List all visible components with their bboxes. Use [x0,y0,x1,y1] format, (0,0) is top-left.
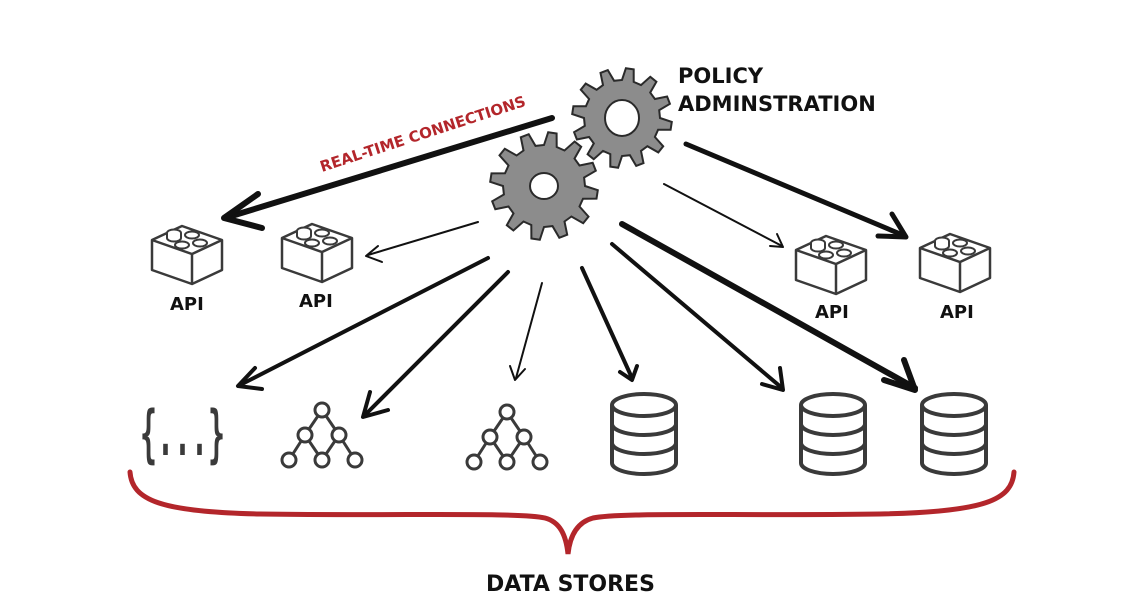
policy-title-line2: ADMINSTRATION [678,92,876,116]
api-label: API [299,291,333,312]
database-icon [799,392,867,476]
lego-brick-icon [280,222,354,284]
tree-graph-icon [280,401,364,469]
api-block-1: API [150,224,224,315]
api-block-3: API [794,234,868,323]
tree-graph-icon [465,403,549,471]
arrows [221,115,918,419]
data-stores-brace [127,469,1017,555]
api-block-2: API [280,222,354,312]
lego-brick-icon [150,224,224,286]
json-braces-icon: {...} [140,397,225,470]
data-stores-label: DATA STORES [486,572,655,597]
gear-icon [571,67,673,169]
api-label: API [815,302,849,323]
gear-icon [489,131,599,241]
policy-title-line1: POLICY [678,64,764,88]
api-label: API [170,294,204,315]
api-label: API [940,302,974,323]
database-icon [920,392,988,476]
api-block-4: API [918,232,992,323]
lego-brick-icon [918,232,992,294]
lego-brick-icon [794,234,868,296]
database-icon [610,392,678,476]
